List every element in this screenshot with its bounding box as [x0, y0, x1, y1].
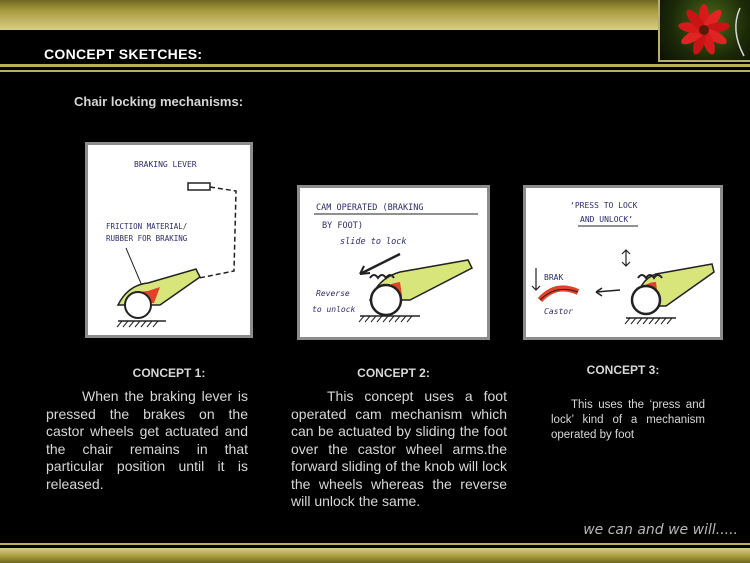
bottom-decorative-band [0, 548, 750, 563]
footer-divider [0, 543, 750, 545]
sketch-label: to unlock [312, 305, 356, 314]
sketch-label: BY FOOT) [322, 221, 363, 231]
sketch-label: slide to lock [340, 237, 407, 247]
concept-3-description: This uses the ‘press and lock’ kind of a… [551, 399, 705, 441]
concept-3-sketch: ‘PRESS TO LOCK AND UNLOCK’ BRAK Castor [523, 185, 723, 340]
title-divider-thin [0, 70, 750, 72]
concept-1-description: When the braking lever is pressed the br… [46, 388, 248, 492]
sketch-label: Castor [544, 307, 573, 316]
concept-1-heading: CONCEPT 1: [132, 366, 206, 380]
flower-image [658, 0, 750, 62]
sketch-label: BRAKING LEVER [134, 160, 197, 169]
concept-2-description: This concept uses a foot operated cam me… [291, 388, 507, 509]
top-decorative-band [0, 0, 750, 30]
sketch-label: AND UNLOCK’ [580, 215, 633, 224]
sketch-label: RUBBER FOR BRAKING [106, 234, 188, 243]
sketch-label: Reverse [316, 289, 350, 298]
concept-3-heading: CONCEPT 3: [586, 363, 660, 377]
sketch-label: CAM OPERATED (BRAKING [316, 203, 423, 213]
concept-1-sketch: BRAKING LEVER FRICTION MATERIAL/ RUBBER … [85, 142, 253, 338]
sketch-label: FRICTION MATERIAL/ [106, 222, 187, 231]
slide-subtitle: Chair locking mechanisms: [74, 94, 244, 109]
tagline: we can and we will..... [583, 522, 738, 538]
sketch-label: ‘PRESS TO LOCK [570, 201, 638, 210]
slide-title: CONCEPT SKETCHES: [44, 46, 203, 62]
concept-2-sketch: CAM OPERATED (BRAKING BY FOOT) slide to … [297, 185, 490, 340]
title-divider [0, 64, 750, 67]
concept-2-heading: CONCEPT 2: [357, 366, 430, 380]
sketch-label: BRAK [544, 273, 563, 282]
